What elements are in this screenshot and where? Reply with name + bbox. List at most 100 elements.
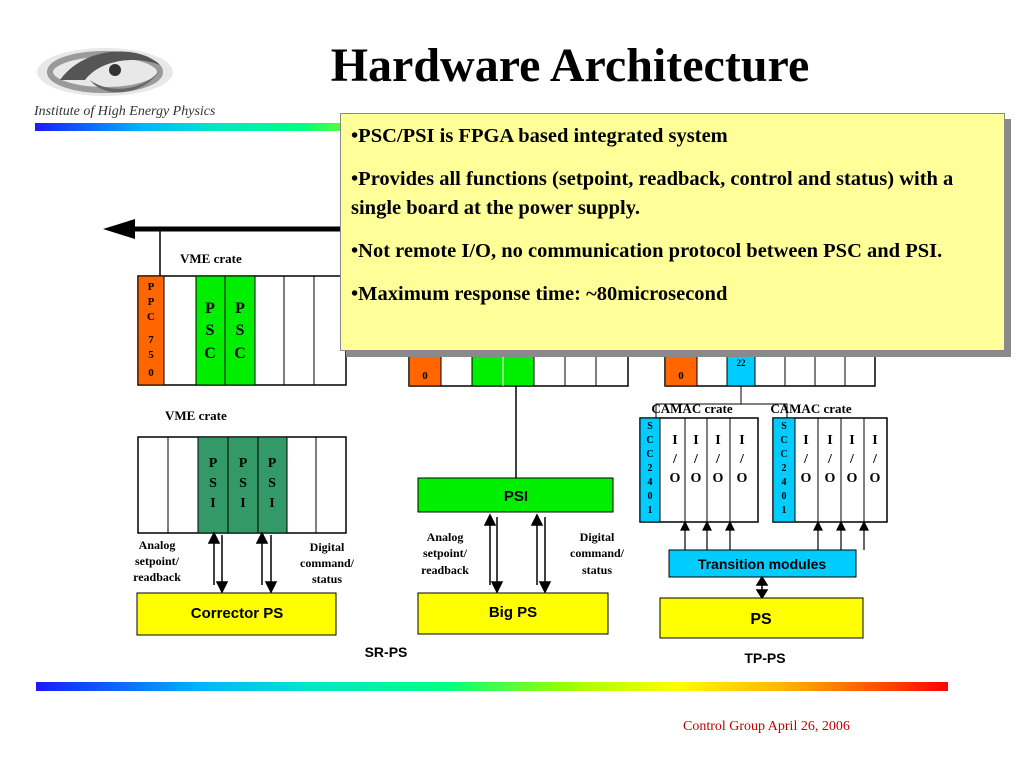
tp-scc2401-left [639, 417, 661, 523]
tp-ps-arrow [755, 575, 769, 600]
big-psi-label: PSI [504, 488, 528, 505]
sr-vme-crate-top [137, 275, 347, 386]
io-l2-2: / [693, 452, 699, 467]
big-crate [408, 353, 629, 387]
corrector-ps-box [136, 592, 337, 636]
io-r4-3: O [870, 471, 881, 486]
big-cpu-board [408, 353, 442, 387]
psi2-letter-3: I [240, 496, 245, 511]
sr-vme-crate-bottom [137, 436, 347, 534]
io-r1-3: O [801, 471, 812, 486]
psc-board-2 [224, 275, 256, 386]
big-analog-line-2: setpoint/ [423, 546, 468, 560]
psc2-letter-2: S [236, 322, 245, 339]
transition-modules-label: Transition modules [698, 556, 827, 572]
psi2-letter-1: P [239, 456, 248, 471]
tp-slot-partial: 22 [737, 358, 747, 368]
tp-crate-top [664, 353, 876, 387]
transition-modules-box [668, 549, 857, 578]
corrector-ps-label: Corrector PS [191, 605, 284, 622]
scc-left-7: 1 [648, 505, 653, 516]
ihep-logo: Institute of High Energy Physics [30, 40, 220, 125]
sr-digital-line-2: command/ [300, 556, 355, 570]
ppc-letter-4: 7 [148, 334, 154, 346]
big-analog-line-1: Analog [427, 530, 464, 544]
io-r3-3: O [847, 471, 858, 486]
io-l1-1: I [672, 433, 677, 448]
callout-bullet-3: •Not remote I/O, no communication protoc… [351, 240, 943, 263]
psc1-letter-3: C [204, 345, 216, 362]
page-title: Hardware Architecture [330, 39, 810, 92]
logo-caption: Institute of High Energy Physics [34, 104, 216, 119]
scc-right-7: 1 [782, 505, 787, 516]
io-r2-2: / [827, 452, 833, 467]
bottom-divider-bar [36, 682, 948, 691]
psc-board-1 [195, 275, 226, 386]
psi1-letter-1: P [209, 456, 218, 471]
io-l3-1: I [715, 433, 720, 448]
big-ps-box [417, 592, 609, 635]
io-r4-1: I [872, 433, 877, 448]
scc-right-4: 2 [782, 463, 787, 474]
io-l4-2: / [739, 452, 745, 467]
tp-camac-crate-right [772, 417, 888, 523]
psi1-letter-2: S [209, 476, 217, 491]
footer-text: Control Group April 26, 2006 [683, 719, 850, 734]
io-l2-1: I [693, 433, 698, 448]
tp-camac-crate-left [639, 417, 759, 523]
io-r1-2: / [803, 452, 809, 467]
scc-right-1: S [781, 421, 787, 432]
sr-analog-line-2: setpoint/ [135, 554, 180, 568]
psc2-letter-3: C [234, 345, 246, 362]
scc-right-3: C [780, 449, 787, 460]
psi1-letter-3: I [210, 496, 215, 511]
io-l3-3: O [713, 471, 724, 486]
scc-left-6: 0 [648, 491, 653, 502]
big-slot-number: 0 [422, 370, 428, 382]
ppc-letter-1: P [148, 281, 155, 293]
ppc750-board [137, 275, 165, 386]
scc-left-4: 2 [648, 463, 653, 474]
ppc-letter-2: P [148, 296, 155, 308]
scc-right-5: 4 [782, 477, 787, 488]
io-r4-2: / [872, 452, 878, 467]
io-l1-2: / [672, 452, 678, 467]
tp-scc2401-right [772, 417, 796, 523]
callout-bullet-2: •Provides all functions (setpoint, readb… [351, 167, 954, 220]
psi-board-1 [197, 436, 229, 534]
tp-camac-left-label: CAMAC crate [651, 401, 732, 416]
io-l1-3: O [670, 471, 681, 486]
io-l2-3: O [691, 471, 702, 486]
io-r3-2: / [849, 452, 855, 467]
scc-left-5: 4 [648, 477, 653, 488]
big-digital-line-1: Digital [580, 530, 615, 544]
tp-link-right [741, 403, 788, 418]
psc2-letter-1: P [235, 300, 245, 317]
tp-io-arrows [680, 520, 869, 550]
sr-analog-line-1: Analog [139, 538, 176, 552]
psc1-letter-2: S [206, 322, 215, 339]
big-psi-box [417, 477, 614, 513]
psi3-letter-2: S [268, 476, 276, 491]
io-l4-3: O [737, 471, 748, 486]
big-digital-line-2: command/ [570, 546, 625, 560]
psi3-letter-1: P [268, 456, 277, 471]
big-analog-line-3: readback [421, 563, 469, 577]
psi3-letter-3: I [269, 496, 274, 511]
psi-board-3 [257, 436, 288, 534]
callout-bullet-4: •Maximum response time: ~80microsecond [351, 282, 728, 305]
tp-cpu-board [664, 353, 698, 387]
sr-ps-group-label: SR-PS [365, 644, 408, 660]
psi2-letter-2: S [239, 476, 247, 491]
big-digital-line-3: status [582, 563, 612, 577]
tp-camac-right-label: CAMAC crate [770, 401, 851, 416]
callout-bullet-1: •PSC/PSI is FPGA based integrated system [351, 125, 728, 147]
tp-slot-number: 0 [678, 370, 684, 382]
sr-vme-crate-bottom-label: VME crate [165, 408, 227, 423]
tp-ps-group-label: TP-PS [744, 650, 785, 666]
scc-right-2: C [780, 435, 787, 446]
io-r3-1: I [849, 433, 854, 448]
ppc-letter-6: 0 [148, 367, 154, 379]
io-l4-1: I [739, 433, 744, 448]
